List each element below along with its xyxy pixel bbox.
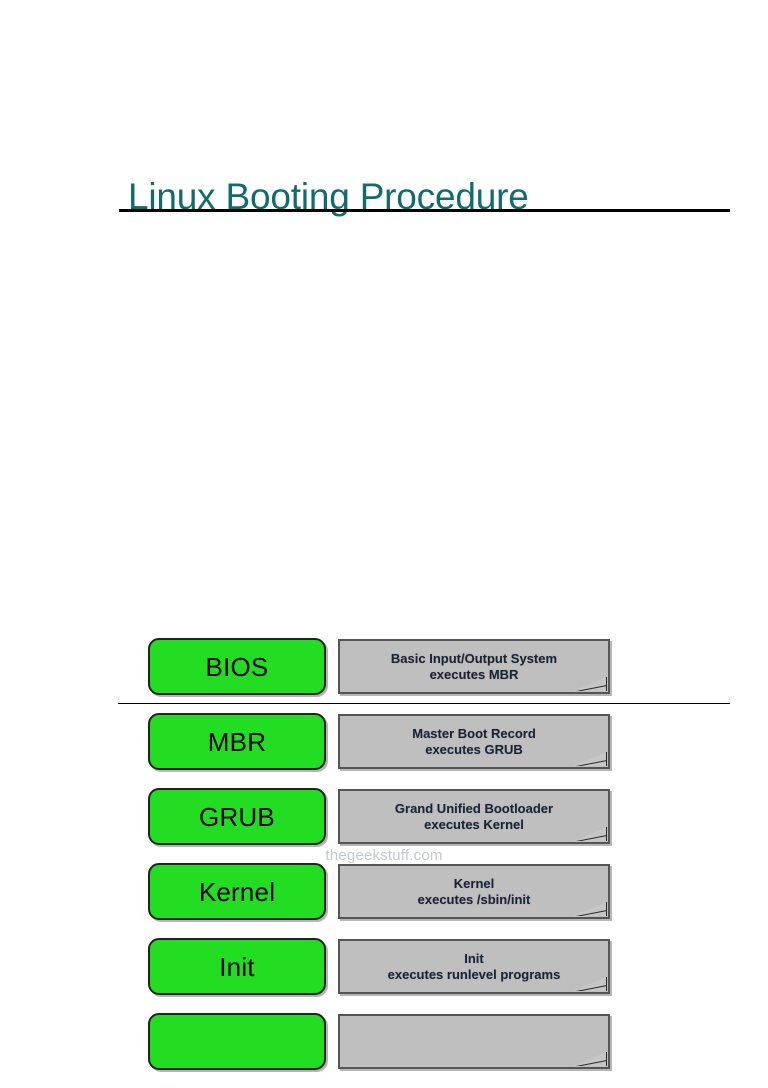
page-title: Linux Booting Procedure (128, 175, 529, 217)
note-line-2: executes GRUB (425, 741, 523, 757)
stage-label: Kernel (198, 876, 276, 907)
stage-label: Init (219, 951, 255, 982)
note-line-2: executes MBR (429, 666, 519, 682)
stage-box-clipped[interactable] (148, 1013, 326, 1070)
note-box-bios[interactable]: Basic Input/Output System executes MBR (338, 639, 610, 694)
boot-step-row: Kernel Kernel executes /sbin/init (146, 863, 616, 922)
stage-box-bios[interactable]: BIOS (148, 638, 326, 695)
title-underline (119, 209, 730, 212)
note-line-2: executes Kernel (424, 816, 524, 832)
note-box-mbr[interactable]: Master Boot Record executes GRUB (338, 714, 610, 769)
note-line-1: Kernel (453, 875, 495, 891)
boot-step-row: GRUB Grand Unified Bootloader executes K… (146, 788, 616, 847)
boot-step-row: MBR Master Boot Record executes GRUB (146, 713, 616, 772)
page-fold-icon (573, 1052, 607, 1066)
boot-step-row: BIOS Basic Input/Output System executes … (146, 638, 616, 697)
page-fold-icon (573, 677, 607, 691)
page-fold-icon (573, 977, 607, 991)
note-box-init[interactable]: Init executes runlevel programs (338, 939, 610, 994)
note-line-1: Grand Unified Bootloader (394, 800, 554, 816)
body-horizontal-rule (118, 703, 730, 704)
note-box-clipped[interactable] (338, 1014, 610, 1069)
stage-label: MBR (207, 726, 267, 757)
stage-box-mbr[interactable]: MBR (148, 713, 326, 770)
boot-step-row: Init Init executes runlevel programs (146, 938, 616, 997)
note-line-1: Init (464, 950, 484, 966)
note-line-2: executes runlevel programs (387, 966, 561, 982)
stage-box-grub[interactable]: GRUB (148, 788, 326, 845)
boot-step-row (146, 1013, 616, 1072)
note-line-1: Master Boot Record (412, 725, 536, 741)
note-line-1: Basic Input/Output System (390, 650, 558, 666)
page-fold-icon (573, 752, 607, 766)
note-box-grub[interactable]: Grand Unified Bootloader executes Kernel (338, 789, 610, 844)
stage-box-init[interactable]: Init (148, 938, 326, 995)
boot-sequence-diagram: BIOS Basic Input/Output System executes … (146, 638, 616, 1088)
stage-box-kernel[interactable]: Kernel (148, 863, 326, 920)
watermark: thegeekstuff.com (325, 847, 443, 864)
note-line-2: executes /sbin/init (417, 891, 531, 907)
note-box-kernel[interactable]: Kernel executes /sbin/init (338, 864, 610, 919)
page-fold-icon (573, 902, 607, 916)
page-fold-icon (573, 827, 607, 841)
stage-label: BIOS (205, 651, 269, 682)
stage-label: GRUB (199, 801, 275, 832)
